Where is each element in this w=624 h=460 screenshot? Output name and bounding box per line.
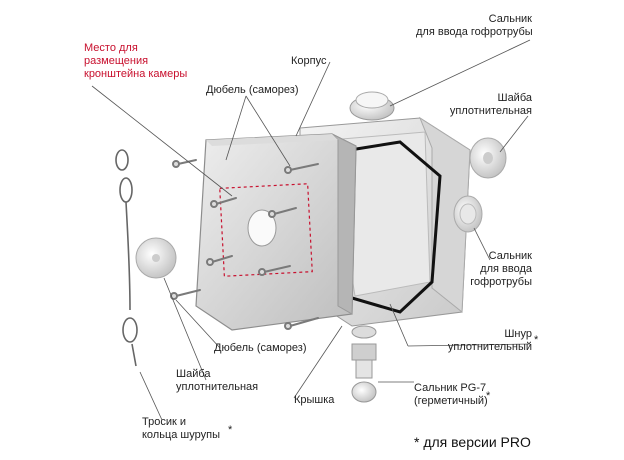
lid-screws	[170, 159, 319, 330]
label-gland-pg7: Сальник PG-7 (герметичный)	[414, 382, 488, 407]
label-mount-place: Место для размещения кронштейна камеры	[84, 42, 188, 80]
label-pg7-star: *	[486, 390, 491, 402]
washer-left	[135, 237, 177, 279]
washer-right	[469, 137, 507, 179]
label-housing: Корпус	[291, 55, 327, 67]
label-cord-star: *	[534, 334, 539, 346]
gland-pg7	[351, 325, 377, 403]
label-cord: Шнур уплотнительный	[447, 328, 532, 353]
label-gland-right: Сальник для ввода гофротрубы	[470, 250, 532, 288]
label-cable-star: *	[228, 424, 233, 436]
label-gland-top: Сальник для ввода гофротрубы	[416, 13, 533, 38]
label-washer-right: Шайба уплотнительная	[449, 92, 532, 117]
lid	[195, 133, 357, 331]
gland-top	[349, 91, 395, 121]
gland-right	[453, 195, 483, 233]
label-cable-hooks: Тросик и кольца шурупы	[142, 416, 220, 441]
label-washer-left: Шайба уплотнительная	[176, 368, 259, 393]
leader-lines	[91, 39, 531, 421]
label-lid: Крышка	[294, 394, 335, 406]
footnote: * для версии PRO	[414, 434, 531, 450]
cable-and-hooks	[115, 149, 138, 367]
label-dowel-bottom: Дюбель (саморез)	[214, 342, 307, 354]
label-dowel-top: Дюбель (саморез)	[206, 84, 299, 96]
